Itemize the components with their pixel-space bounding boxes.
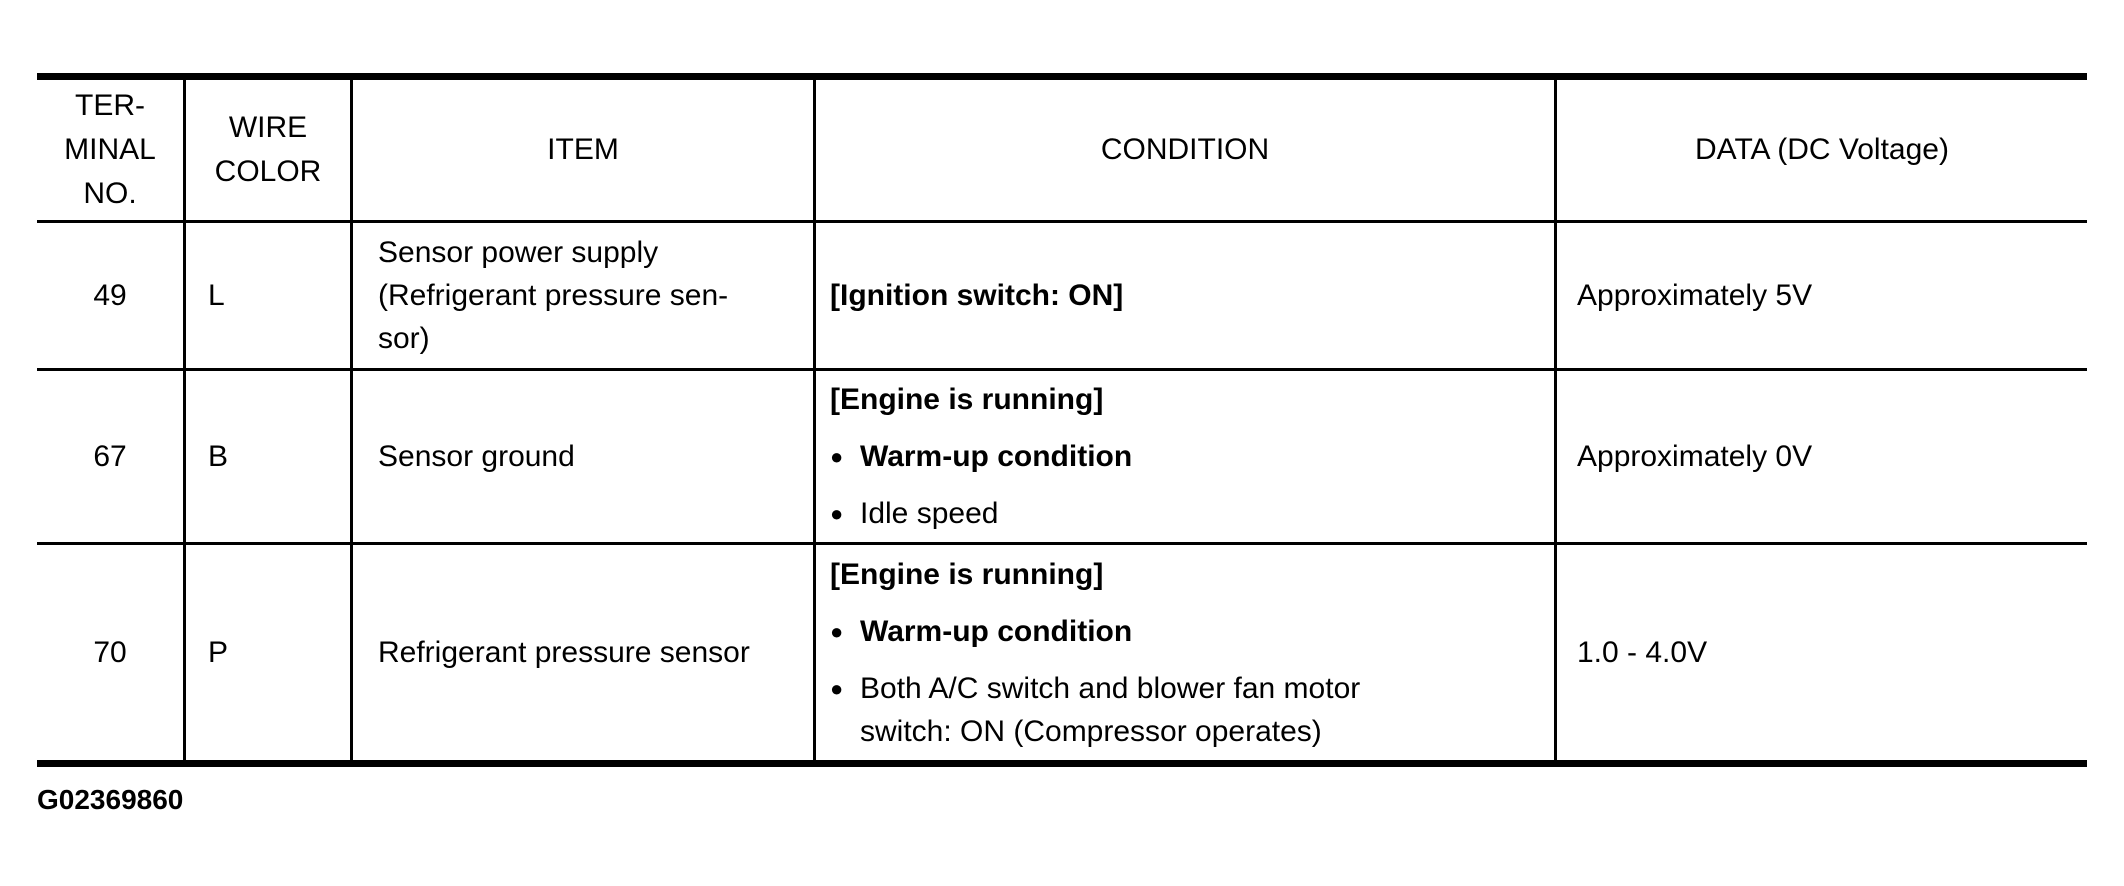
cell-item: Refrigerant pressure sensor [353, 545, 816, 760]
cell-condition: [Engine is running] ● Warm-up condition … [816, 371, 1557, 542]
condition-line: ● Warm-up condition [830, 435, 1546, 478]
terminal-data-table: TER- MINAL NO. WIRE COLOR ITEM CONDITION… [37, 73, 2087, 767]
condition-text: Both A/C switch and blower fan motor swi… [860, 671, 1361, 748]
cell-data: Approximately 5V [1577, 279, 1813, 312]
cell-wire-color: B [186, 371, 353, 542]
figure-id: G02369860 [37, 784, 184, 815]
condition-line: ● Idle speed [830, 492, 1546, 535]
cell-data: 1.0 - 4.0V [1577, 636, 1708, 669]
cell-condition: [Ignition switch: ON] [816, 223, 1557, 368]
condition-text: [Engine is running] [830, 383, 1104, 416]
bullet-icon: ● [830, 444, 844, 469]
condition-line: [Ignition switch: ON] [830, 274, 1546, 317]
header-terminal-no: TER- MINAL NO. [37, 80, 186, 220]
condition-text: [Engine is running] [830, 557, 1104, 591]
cell-terminal-no: 67 [37, 371, 186, 542]
table-row: 67 B Sensor ground [Engine is running] ●… [37, 371, 2087, 545]
table-row: 49 L Sensor power supply (Refrigerant pr… [37, 223, 2087, 371]
condition-line: ● Both A/C switch and blower fan motor s… [830, 667, 1546, 753]
cell-data: Approximately 0V [1577, 440, 1813, 473]
cell-wire-color: P [186, 545, 353, 760]
condition-line: [Engine is running] [830, 553, 1546, 596]
bullet-icon: ● [830, 618, 844, 644]
header-wire-color: WIRE COLOR [186, 80, 353, 220]
condition-text: Warm-up condition [860, 614, 1133, 648]
condition-text: Idle speed [860, 497, 999, 530]
cell-terminal-no: 70 [37, 545, 186, 760]
condition-text: [Ignition switch: ON] [830, 279, 1124, 312]
condition-text: Warm-up condition [860, 440, 1133, 473]
cell-wire-color: L [186, 223, 353, 368]
cell-terminal-no: 49 [37, 223, 186, 368]
header-data: DATA (DC Voltage) [1695, 133, 1949, 166]
condition-line: ● Warm-up condition [830, 610, 1546, 653]
cell-item: Sensor ground [353, 371, 816, 542]
header-item: ITEM [353, 80, 816, 220]
cell-item: Sensor power supply (Refrigerant pressur… [353, 223, 816, 368]
condition-line: [Engine is running] [830, 378, 1546, 421]
table-row: 70 P Refrigerant pressure sensor [Engine… [37, 545, 2087, 760]
bullet-icon: ● [830, 501, 844, 526]
cell-condition: [Engine is running] ● Warm-up condition … [816, 545, 1557, 760]
header-condition: CONDITION [816, 80, 1557, 220]
table-header-row: TER- MINAL NO. WIRE COLOR ITEM CONDITION… [37, 80, 2087, 223]
bullet-icon: ● [830, 675, 844, 701]
